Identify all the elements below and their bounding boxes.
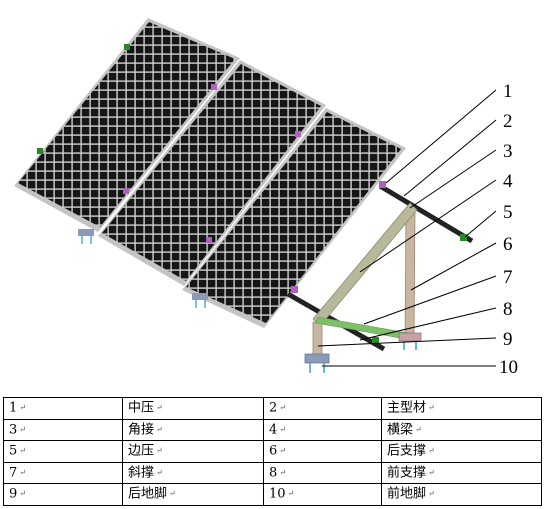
part-number: 5 [9, 443, 18, 459]
return-mark-icon: ↵ [156, 403, 163, 412]
callout-10: 10 [499, 357, 518, 378]
end-clamp [37, 148, 43, 154]
solar-mount-diagram: 1 2 3 4 5 6 7 8 9 10 [14, 18, 518, 378]
mid-clamp [379, 181, 386, 188]
rear-foot [398, 332, 422, 342]
part-name: 后地脚 [128, 486, 168, 502]
part-number: 10 [269, 486, 286, 502]
part-name: 前地脚 [387, 486, 427, 502]
return-mark-icon: ↵ [156, 424, 163, 434]
return-mark-icon: ↵ [156, 467, 163, 477]
part-name: 主型材 [387, 400, 427, 416]
return-mark-icon: ↵ [415, 424, 422, 434]
end-clamp [460, 234, 467, 241]
solar-panel-2 [98, 60, 326, 286]
part-number: 3 [9, 422, 18, 437]
legend-row: 3↵ 角接↵ 4↵ 横梁↵ [3, 418, 542, 441]
leader-lines [317, 89, 497, 367]
callout-5: 5 [503, 202, 513, 223]
front-support [312, 321, 323, 358]
callout-8: 8 [503, 299, 513, 320]
mid-clamp [123, 188, 129, 194]
part-name: 中压 [128, 400, 155, 416]
part-number: 8 [269, 465, 278, 480]
return-mark-icon: ↵ [169, 489, 176, 498]
return-mark-icon: ↵ [428, 446, 435, 455]
rear-support [404, 207, 416, 342]
part-number: 6 [269, 443, 278, 459]
callout-6: 6 [503, 234, 513, 255]
mid-clamp [211, 84, 217, 90]
legend-row: 1↵ 中压↵ 2↵ 主型材↵ [3, 397, 542, 420]
legend-row: 5↵ 边压↵ 6↵ 后支撑↵ [3, 440, 542, 463]
part-number: 2 [269, 400, 278, 416]
panel-foot-left [78, 229, 94, 236]
callout-3: 3 [503, 141, 513, 162]
part-number: 4 [269, 422, 278, 437]
legend-row: 9↵ 后地脚↵ 10↵ 前地脚↵ [3, 483, 542, 506]
part-number: 1 [9, 400, 18, 416]
return-mark-icon: ↵ [279, 467, 286, 477]
return-mark-icon: ↵ [279, 403, 286, 412]
parts-legend-table: 1↵ 中压↵ 2↵ 主型材↵ 3↵ 角接↵ 4↵ 横梁↵ 5↵ 边压↵ 6↵ 后… [3, 397, 542, 506]
return-mark-icon: ↵ [287, 489, 295, 498]
return-mark-icon: ↵ [19, 424, 26, 434]
part-name: 后支撑 [387, 443, 427, 459]
legend-row: 7↵ 斜撑↵ 8↵ 前支撑↵ [3, 461, 542, 484]
mid-clamp [206, 237, 212, 243]
callout-4: 4 [503, 171, 513, 192]
callout-9: 9 [503, 329, 513, 350]
return-mark-icon: ↵ [428, 467, 435, 477]
callout-2: 2 [503, 111, 513, 132]
part-name: 斜撑 [128, 465, 155, 480]
return-mark-icon: ↵ [279, 424, 286, 434]
end-clamp [372, 337, 379, 344]
callout-1: 1 [503, 81, 513, 102]
part-name: 横梁 [387, 422, 414, 437]
solar-panel-1 [14, 18, 240, 232]
return-mark-icon: ↵ [428, 489, 435, 498]
front-foot [304, 353, 330, 364]
return-mark-icon: ↵ [428, 403, 435, 412]
part-name: 角接 [128, 422, 155, 437]
callout-7: 7 [503, 267, 513, 288]
return-mark-icon: ↵ [19, 403, 26, 412]
return-mark-icon: ↵ [19, 489, 26, 498]
part-number: 7 [9, 465, 18, 480]
part-number: 9 [9, 486, 18, 502]
return-mark-icon: ↵ [279, 446, 286, 455]
top-rail [378, 183, 474, 244]
panel-foot-middle [192, 293, 208, 300]
part-name: 前支撑 [387, 465, 427, 480]
end-clamp [124, 44, 130, 50]
return-mark-icon: ↵ [156, 446, 163, 455]
solar-panel-3 [182, 108, 406, 328]
return-mark-icon: ↵ [19, 446, 26, 455]
return-mark-icon: ↵ [19, 467, 26, 477]
part-name: 边压 [128, 443, 155, 459]
mid-clamp [291, 286, 298, 293]
mid-clamp [295, 131, 301, 137]
